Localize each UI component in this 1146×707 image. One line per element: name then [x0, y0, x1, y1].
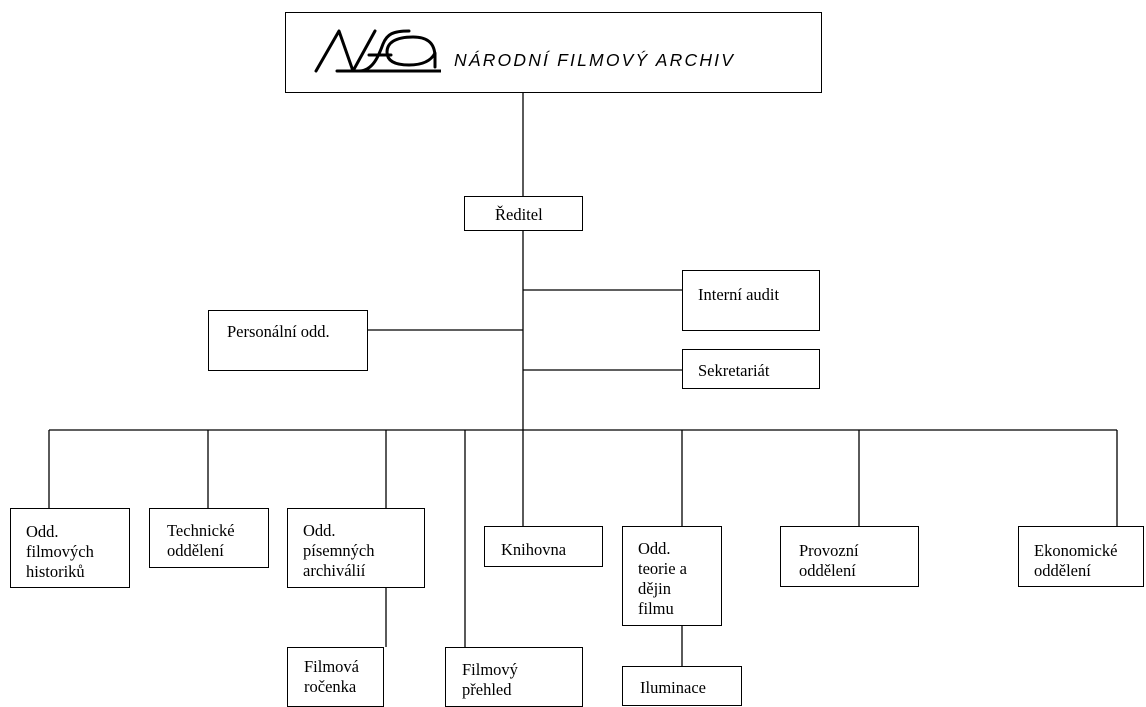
dept-technical-box: Technické oddělení	[149, 508, 269, 568]
dept-library-box: Knihovna	[484, 526, 603, 567]
secretariat-label: Sekretariát	[698, 361, 770, 380]
nfa-logo-icon	[314, 29, 441, 73]
unit-film-review-box: Filmový přehled	[445, 647, 583, 707]
secretariat-box: Sekretariát	[682, 349, 820, 389]
personnel-box: Personální odd.	[208, 310, 368, 371]
director-label: Ředitel	[495, 205, 543, 224]
dept-economic-label: Ekonomické oddělení	[1034, 541, 1118, 580]
dept-written-archives-label: Odd. písemných archiválií	[303, 521, 375, 580]
dept-film-historians-label: Odd. filmových historiků	[26, 522, 94, 581]
dept-written-archives-box: Odd. písemných archiválií	[287, 508, 425, 588]
director-box: Ředitel	[464, 196, 583, 231]
dept-theory-history-box: Odd. teorie a dějin filmu	[622, 526, 722, 626]
dept-film-historians-box: Odd. filmových historiků	[10, 508, 130, 588]
internal-audit-label: Interní audit	[698, 285, 780, 304]
org-name: NÁRODNÍ FILMOVÝ ARCHIV	[454, 50, 736, 70]
personnel-label: Personální odd.	[227, 322, 330, 341]
header-logo-box: NÁRODNÍ FILMOVÝ ARCHIV	[285, 12, 822, 93]
unit-illumination-box: Iluminace	[622, 666, 742, 706]
dept-theory-history-label: Odd. teorie a dějin filmu	[638, 539, 688, 618]
unit-film-yearbook-label: Filmová ročenka	[304, 657, 360, 696]
dept-library-label: Knihovna	[501, 540, 567, 559]
dept-operations-label: Provozní oddělení	[799, 541, 859, 580]
dept-operations-box: Provozní oddělení	[780, 526, 919, 587]
internal-audit-box: Interní audit	[682, 270, 820, 331]
unit-illumination-label: Iluminace	[640, 678, 706, 697]
unit-film-review-label: Filmový přehled	[462, 660, 518, 699]
dept-economic-box: Ekonomické oddělení	[1018, 526, 1144, 587]
unit-film-yearbook-box: Filmová ročenka	[287, 647, 384, 707]
dept-technical-label: Technické oddělení	[167, 521, 235, 560]
